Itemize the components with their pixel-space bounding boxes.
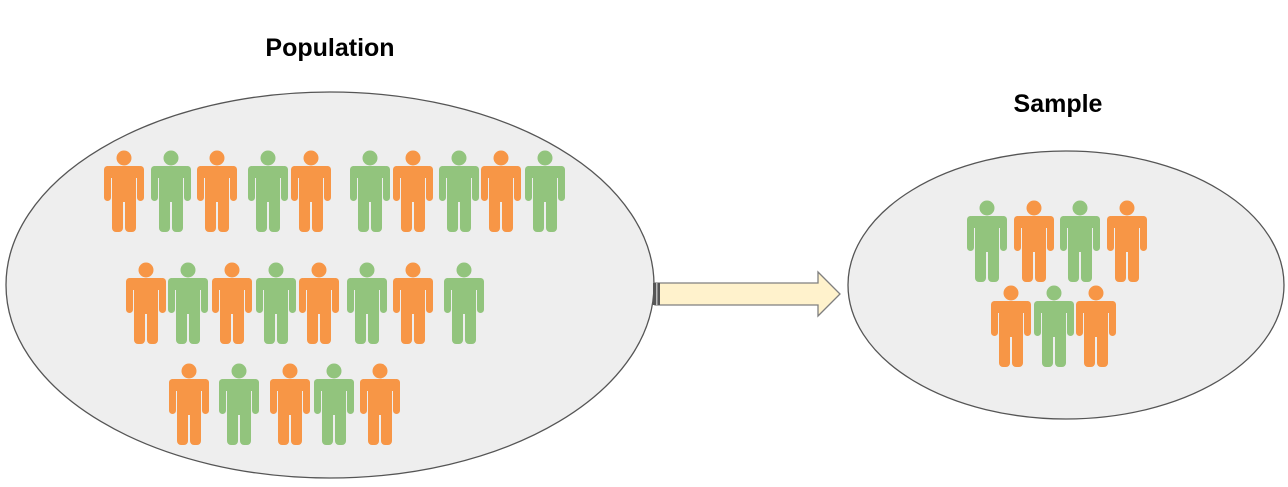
population-title: Population bbox=[265, 34, 394, 62]
sample-ellipse bbox=[847, 150, 1285, 420]
sample-title: Sample bbox=[1014, 90, 1103, 118]
arrow-icon bbox=[653, 270, 841, 318]
